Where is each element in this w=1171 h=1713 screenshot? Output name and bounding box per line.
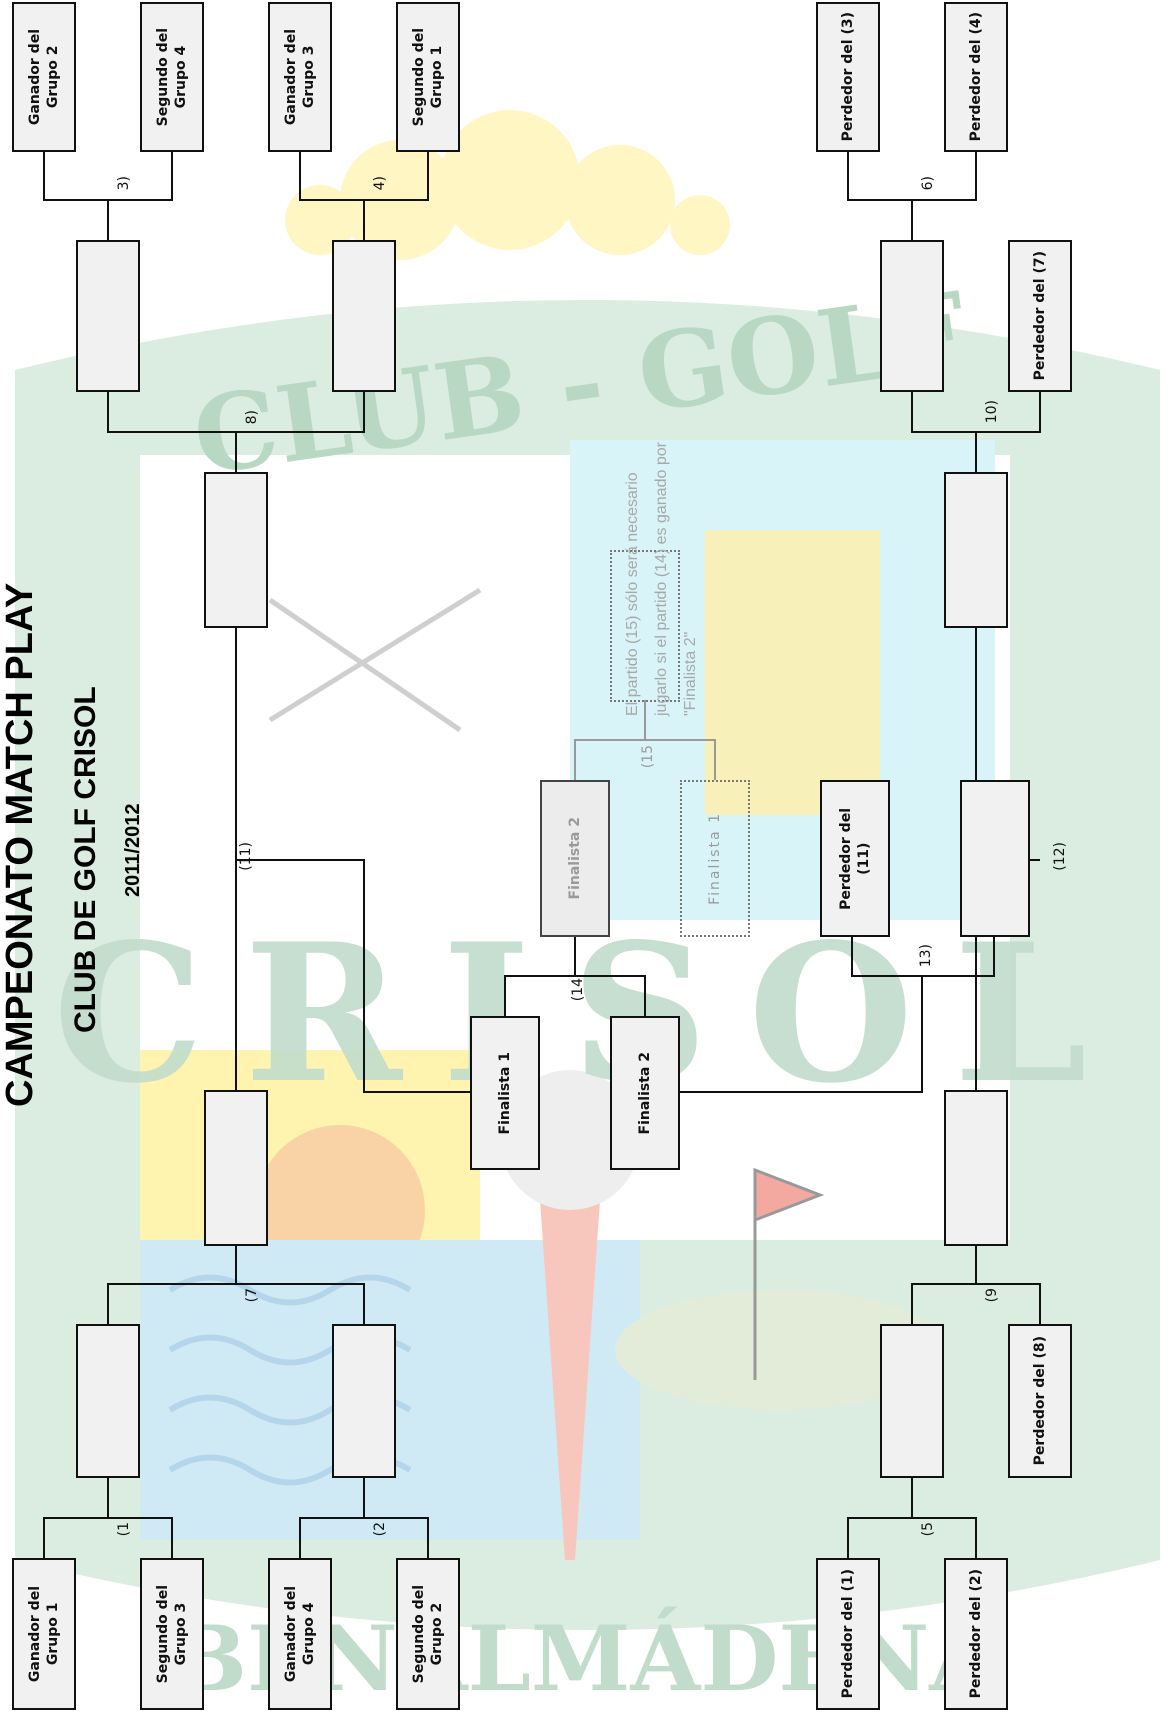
match-label-14: (14 (570, 978, 586, 1001)
slot-perdedor-8[interactable]: Perdedor del (8) (1008, 1324, 1072, 1478)
slot-ganador-grupo-3[interactable]: Ganador del Grupo 3 (268, 2, 332, 152)
slot-finalista-2[interactable]: Finalista 2 (610, 1016, 680, 1170)
slot-winner-match-8[interactable] (204, 472, 268, 628)
match-label-9: (9 (984, 1288, 1000, 1302)
watermark-tower (705, 530, 880, 815)
match-label-5: (5 (920, 1522, 936, 1536)
match-label-3: 3) (116, 176, 132, 190)
slot-ganador-grupo-1[interactable]: Ganador del Grupo 1 (12, 1558, 76, 1710)
match-label-4: 4) (372, 176, 388, 190)
slot-perdedor-7[interactable]: Perdedor del (7) (1008, 240, 1072, 392)
slot-winner-match-9[interactable] (944, 1090, 1008, 1246)
watermark-ball-4 (565, 145, 675, 255)
match-label-7: (7 (244, 1288, 260, 1302)
match-label-6: 6) (920, 176, 936, 190)
match-label-10: 10) (984, 400, 1000, 423)
slot-perdedor-1[interactable]: Perdedor del (1) (816, 1558, 880, 1710)
connector-match-6 (848, 150, 976, 240)
match-label-11: (11) (238, 842, 254, 871)
slot-segundo-grupo-2[interactable]: Segundo del Grupo 2 (396, 1558, 460, 1710)
watermark-ball-5 (670, 195, 730, 255)
slot-ganador-grupo-2[interactable]: Ganador del Grupo 2 (12, 2, 76, 152)
slot-winner-match-5[interactable] (880, 1324, 944, 1478)
match-label-12: (12) (1052, 842, 1068, 871)
club-title: CLUB DE GOLF CRISOL (68, 645, 104, 1075)
season-title: 2011/2012 (120, 780, 146, 920)
slot-winner-match-3[interactable] (76, 240, 140, 392)
slot-finalista-2-faint[interactable]: Finalista 2 (540, 780, 610, 937)
slot-winner-match-12[interactable] (960, 780, 1030, 937)
slot-ganador-grupo-4[interactable]: Ganador del Grupo 4 (268, 1558, 332, 1710)
slot-winner-match-1[interactable] (76, 1324, 140, 1478)
slot-segundo-grupo-3[interactable]: Segundo del Grupo 3 (140, 1558, 204, 1710)
slot-perdedor-3[interactable]: Perdedor del (3) (816, 2, 880, 152)
slot-perdedor-11[interactable]: Perdedor del (11) (820, 780, 890, 937)
match-label-8: 8) (244, 410, 260, 424)
slot-segundo-grupo-1[interactable]: Segundo del Grupo 1 (396, 2, 460, 152)
connector-match-3 (44, 150, 172, 240)
match-label-1: (1 (116, 1522, 132, 1536)
slot-finalista-1[interactable]: Finalista 1 (470, 1016, 540, 1170)
slot-perdedor-4[interactable]: Perdedor del (4) (944, 2, 1008, 152)
slot-winner-match-6[interactable] (880, 240, 944, 392)
slot-winner-match-2[interactable] (332, 1324, 396, 1478)
slot-perdedor-2[interactable]: Perdedor del (2) (944, 1558, 1008, 1710)
slot-finalista-1-faint[interactable]: Finalista 1 (680, 780, 750, 937)
championship-title: CAMPEONATO MATCH PLAY (0, 520, 42, 1170)
slot-segundo-grupo-4[interactable]: Segundo del Grupo 4 (140, 2, 204, 152)
match-label-15: (15 (640, 745, 656, 768)
slot-winner-match-4[interactable] (332, 240, 396, 392)
slot-winner-match-10[interactable] (944, 472, 1008, 628)
match-label-2: (2 (372, 1522, 388, 1536)
match-label-13: 13) (918, 944, 934, 967)
match-15-note: El partido (15) sólo será necesario juga… (618, 426, 700, 716)
watermark-ball-3 (440, 110, 580, 250)
slot-winner-match-7[interactable] (204, 1090, 268, 1246)
